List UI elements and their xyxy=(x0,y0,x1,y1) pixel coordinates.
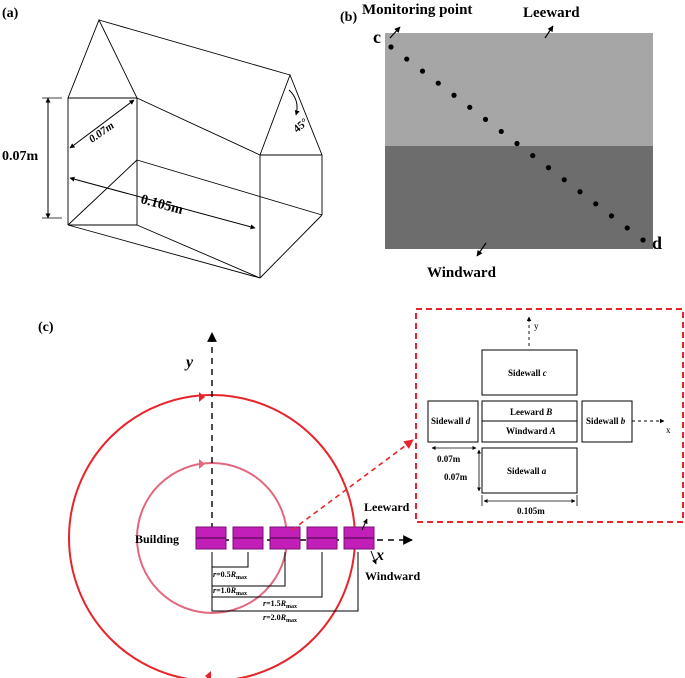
monitoring-point-label: Monitoring point xyxy=(362,2,472,18)
windward-arrow-b xyxy=(476,242,487,257)
panel-c: (c) y x Building Leeward Windward r=0.5R… xyxy=(38,320,420,678)
monitoring-point-dot xyxy=(451,92,457,98)
panel-b: (b) Monitoring point c d Leeward Windwar… xyxy=(340,2,662,281)
windward-label-c: Windward xyxy=(365,569,420,583)
sidewall-a-box xyxy=(481,447,578,494)
panel-a: (a) 0.07m 0.07m xyxy=(2,6,323,279)
monitoring-point-dot xyxy=(404,56,410,62)
building-block xyxy=(195,526,227,550)
monitoring-point-arrow xyxy=(389,26,401,39)
radius-label: r=1.0Rmax xyxy=(213,586,247,597)
length-dimension-arrow xyxy=(69,176,256,230)
windward-label-b: Windward xyxy=(427,265,497,281)
inset-frame xyxy=(415,308,684,523)
building-block xyxy=(343,526,375,550)
panel-b-label: (b) xyxy=(340,10,357,25)
sidewall-c-box xyxy=(481,349,578,396)
inset-height-label: 0.07m xyxy=(444,472,468,482)
monitoring-point-dot xyxy=(498,128,504,135)
x-axis-label: x xyxy=(375,547,384,564)
panel-c-label: (c) xyxy=(38,320,54,335)
inset-x-label: x xyxy=(666,425,671,435)
length-label: 0.105m xyxy=(139,192,185,218)
sidewall-b-label: Sidewall b xyxy=(586,416,626,426)
windward-half xyxy=(385,146,653,249)
monitoring-point-dot xyxy=(467,104,473,110)
house-wireframe xyxy=(67,18,323,279)
point-c-label: c xyxy=(373,27,381,47)
leeward-label-c: Leeward xyxy=(364,500,410,514)
inner-orbit-arrow-top xyxy=(199,459,205,469)
building-block xyxy=(306,526,338,550)
sidewall-d-label: Sidewall d xyxy=(431,416,471,426)
monitoring-point-dot xyxy=(530,152,536,159)
leeward-b-label: Leeward B xyxy=(510,407,552,417)
monitoring-point-dot xyxy=(624,225,630,231)
outer-orbit-arrow-top xyxy=(199,392,205,402)
point-d-label: d xyxy=(652,233,662,253)
radius-brackets xyxy=(211,552,359,612)
depth-dimension-arrow xyxy=(69,99,135,149)
inset-length-label: 0.105m xyxy=(517,506,545,516)
leeward-arrow-c xyxy=(361,518,368,531)
inset-width-label: 0.07m xyxy=(437,454,461,464)
monitoring-point-dot xyxy=(388,44,394,50)
sidewall-d-box xyxy=(427,400,479,443)
radius-labels: r=0.5Rmax r=1.0Rmax r=1.5Rmax r=2.0Rmax xyxy=(213,570,297,624)
monitoring-point-dot xyxy=(514,140,520,147)
monitoring-point-dot xyxy=(561,177,567,183)
inset: y x Sidewall c Sidewall d Sidewall b Lee… xyxy=(415,308,684,523)
monitoring-point-dot xyxy=(545,165,552,171)
height-label: 0.07m xyxy=(2,149,39,164)
leeward-label-b: Leeward xyxy=(523,5,580,21)
sidewall-a-label: Sidewall a xyxy=(507,466,547,476)
buildings xyxy=(195,526,375,550)
monitoring-point-dot xyxy=(640,237,646,243)
y-axis-label: y xyxy=(184,354,194,371)
windward-arrow-c xyxy=(370,550,377,565)
building-block xyxy=(269,526,301,550)
panel-a-label: (a) xyxy=(2,6,19,21)
sidewall-c-label: Sidewall c xyxy=(508,368,547,378)
depth-label: 0.07m xyxy=(87,119,117,145)
monitoring-point-dot xyxy=(419,68,426,74)
windward-a-label: Windward A xyxy=(506,426,556,436)
monitoring-point-dot xyxy=(608,213,615,219)
monitoring-point-dot xyxy=(435,80,441,86)
monitoring-point-dot xyxy=(482,116,489,122)
building-block xyxy=(232,526,264,550)
radius-label: r=1.5Rmax xyxy=(263,599,297,610)
monitoring-points xyxy=(388,44,646,243)
monitoring-point-dot xyxy=(577,189,583,195)
building-label: Building xyxy=(135,532,179,546)
radius-label: r=2.0Rmax xyxy=(263,613,297,624)
angle-arc xyxy=(288,89,300,116)
leeward-arrow-b xyxy=(544,25,554,39)
callout-arrow xyxy=(291,439,414,531)
sidewall-b-box xyxy=(581,400,633,443)
leeward-half xyxy=(385,33,653,146)
outer-orbit-arrow-bottom xyxy=(205,671,211,678)
inset-y-label: y xyxy=(534,321,539,331)
monitoring-point-dot xyxy=(593,201,599,207)
radius-label: r=0.5Rmax xyxy=(213,570,247,581)
